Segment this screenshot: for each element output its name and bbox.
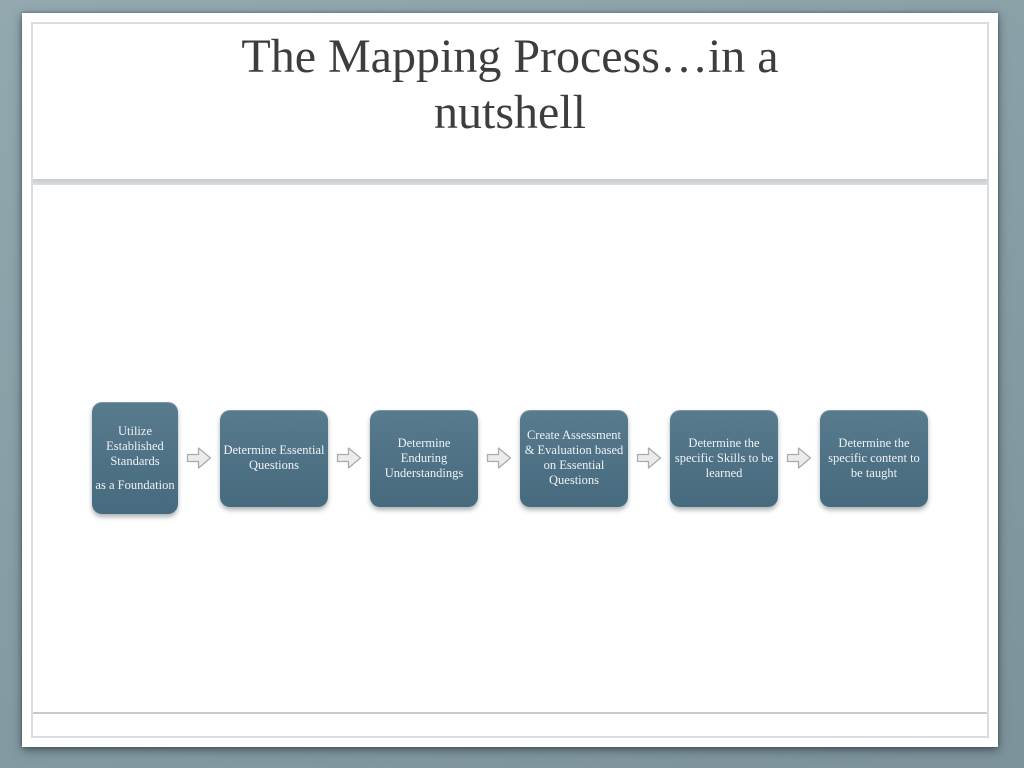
page-title-line-2: nutshell	[434, 86, 586, 140]
footer-separator-rule	[32, 712, 988, 714]
process-flow-diagram: Utilize Established Standards as a Found…	[92, 402, 928, 514]
process-step-5: Determine the specific Skills to be lear…	[670, 409, 778, 507]
flow-arrow-icon	[184, 443, 214, 473]
process-step-3: Determine Enduring Understandings	[370, 409, 478, 507]
title-separator-rule	[32, 179, 988, 185]
process-step-1: Utilize Established Standards as a Found…	[92, 402, 178, 514]
process-step-4: Create Assessment & Evaluation based on …	[520, 409, 628, 507]
flow-arrow-icon	[634, 443, 664, 473]
process-step-label: Determine the specific content to be tau…	[828, 435, 920, 480]
process-step-label: as a Foundation	[95, 477, 175, 492]
process-step-label: Utilize Established Standards	[106, 423, 164, 468]
flow-arrow-icon	[334, 443, 364, 473]
page-title-line-1: The Mapping Process…in a	[241, 30, 779, 83]
process-step-label: Create Assessment & Evaluation based on …	[524, 428, 624, 487]
flow-arrow-icon	[484, 443, 514, 473]
process-step-label: Determine Enduring Understandings	[384, 435, 464, 480]
process-step-6: Determine the specific content to be tau…	[820, 409, 928, 507]
process-step-label: Determine the specific Skills to be lear…	[674, 435, 774, 480]
process-step-2: Determine Essential Questions	[220, 409, 328, 507]
page-title: The Mapping Process…in a nutshell	[22, 29, 998, 141]
process-step-label: Determine Essential Questions	[223, 443, 325, 472]
flow-arrow-icon	[784, 443, 814, 473]
slide: The Mapping Process…in a nutshell Utiliz…	[22, 13, 998, 747]
